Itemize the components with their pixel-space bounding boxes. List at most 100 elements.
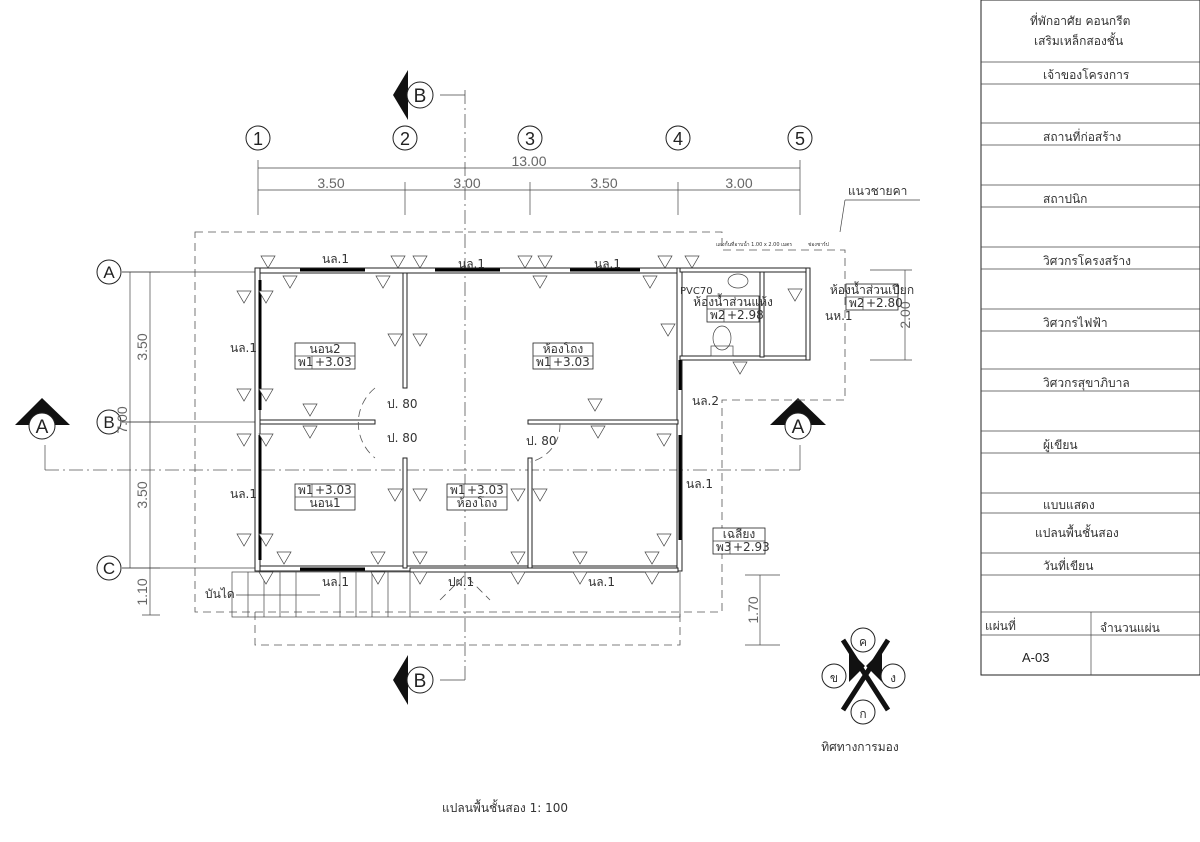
level-marker-icon: [387, 488, 403, 502]
level-marker-icon: [236, 533, 252, 547]
svg-text:C: C: [103, 559, 115, 578]
level-marker-icon: [537, 255, 553, 269]
room-level: +3.03: [467, 483, 504, 497]
svg-text:นล.1: นล.1: [322, 575, 349, 589]
svg-text:1: 1: [253, 129, 263, 149]
electrical-engineer-label: วิศวกรไฟฟ้า: [1043, 316, 1108, 330]
toilet-icon: [712, 325, 732, 351]
level-marker-icon: [572, 571, 588, 585]
room-floor: พ1: [536, 355, 552, 369]
room-level: +2.98: [727, 308, 764, 322]
dim-span-4: 3.00: [725, 175, 752, 191]
stairs-label: บันได: [205, 587, 235, 601]
grid-bubble-row: B: [96, 409, 255, 435]
svg-text:นล.1: นล.1: [594, 257, 621, 271]
drawing-label: แบบแสดง: [1043, 498, 1095, 512]
dim-span-3: 3.50: [590, 175, 617, 191]
eave-line: [194, 231, 846, 613]
room-name: นอน1: [309, 496, 340, 510]
svg-text:นล.1: นล.1: [230, 487, 257, 501]
level-marker-icon: [370, 571, 386, 585]
project-title-line1: ที่พักอาศัย คอนกรีต: [1030, 12, 1130, 28]
level-marker-icon: [656, 533, 672, 547]
level-marker-icon: [412, 333, 428, 347]
svg-text:นล.1: นล.1: [686, 477, 713, 491]
room-level: +3.03: [553, 355, 590, 369]
svg-text:B: B: [414, 86, 427, 107]
room-level: +3.03: [315, 483, 352, 497]
level-marker-icon: [236, 290, 252, 304]
dim-span-1: 3.50: [317, 175, 344, 191]
svg-text:5: 5: [795, 129, 805, 149]
elevation-markers: [236, 255, 803, 585]
level-marker-icon: [656, 433, 672, 447]
section-marker-b-bottom: B: [393, 655, 434, 705]
grid-bubble-row: A: [96, 259, 255, 285]
level-marker-icon: [590, 425, 606, 439]
level-marker-icon: [510, 488, 526, 502]
level-marker-icon: [258, 533, 274, 547]
svg-text:B: B: [103, 413, 114, 432]
drafter-label: ผู้เขียน: [1043, 438, 1078, 453]
svg-text:ปผ.1: ปผ.1: [448, 575, 474, 589]
svg-text:แผงกั้นที่อาบน้ำ 1.00 x 2.00 เ: แผงกั้นที่อาบน้ำ 1.00 x 2.00 เมตร: [716, 239, 792, 248]
svg-text:A: A: [792, 417, 805, 438]
level-marker-icon: [387, 333, 403, 347]
svg-text:ช่องชาร์ป: ช่องชาร์ป: [808, 241, 829, 248]
room-tags: นอน2พ1+3.03ห้องโถงพ1+3.03นอน1พ1+3.03ห้อง…: [294, 281, 914, 555]
room-level: +2.80: [866, 296, 903, 310]
room-level: +2.93: [733, 540, 770, 554]
level-marker-icon: [644, 571, 660, 585]
grid-bubble-col: 1: [245, 125, 271, 151]
level-marker-icon: [236, 388, 252, 402]
dim-bath: 2.00: [897, 301, 913, 328]
sink-icon: [727, 273, 749, 289]
level-marker-icon: [412, 488, 428, 502]
level-marker-icon: [370, 551, 386, 565]
dim-total: 13.00: [511, 153, 546, 169]
level-marker-icon: [510, 571, 526, 585]
site-label: สถานที่ก่อสร้าง: [1043, 128, 1121, 144]
section-marker-b-top: B: [393, 70, 434, 120]
grid-bubble-col: 4: [665, 125, 691, 151]
svg-text:ค: ค: [859, 635, 867, 649]
room-name: เฉลียง: [723, 527, 756, 541]
level-marker-icon: [660, 323, 676, 337]
level-marker-icon: [642, 275, 658, 289]
room-name: นอน2: [309, 342, 340, 356]
room-name: ห้องโถง: [457, 496, 498, 510]
level-marker-icon: [260, 255, 276, 269]
view-direction-compass: ค ข ง ก ทิศทางการมอง: [821, 627, 906, 754]
svg-text:B: B: [414, 671, 427, 692]
svg-text:ป. 80: ป. 80: [387, 397, 418, 411]
svg-text:นล.1: นล.1: [588, 575, 615, 589]
sheet-label: แผ่นที่: [985, 617, 1016, 633]
dim-span-2: 3.00: [453, 175, 480, 191]
room-floor: พ1: [298, 355, 314, 369]
svg-text:4: 4: [673, 129, 683, 149]
level-marker-icon: [587, 398, 603, 412]
drawing-name: แปลนพื้นชั้นสอง: [1035, 524, 1119, 540]
window-labels: นล.1 นล.1 นล.1 นล.1 นล.1 นล.1 นล.1 นล.1 …: [230, 239, 853, 589]
sanitary-engineer-label: วิศวกรสุขาภิบาล: [1043, 376, 1130, 391]
room-floor: พ1: [450, 483, 466, 497]
section-marker-a-left: A: [15, 398, 70, 440]
room-name: ห้องโถง: [543, 342, 584, 356]
door-swings: [357, 387, 561, 601]
level-marker-icon: [517, 255, 533, 269]
structural-engineer-label: วิศวกรโครงสร้าง: [1043, 254, 1131, 268]
svg-text:นล.1: นล.1: [322, 252, 349, 266]
level-marker-icon: [412, 255, 428, 269]
dim-balcony: 1.70: [745, 596, 761, 623]
level-marker-icon: [572, 551, 588, 565]
room-floor: พ3: [716, 540, 732, 554]
room-name: ห้องน้ำส่วนเปียก: [830, 281, 914, 297]
level-marker-icon: [532, 488, 548, 502]
room-level: +3.03: [315, 355, 352, 369]
level-marker-icon: [657, 255, 673, 269]
